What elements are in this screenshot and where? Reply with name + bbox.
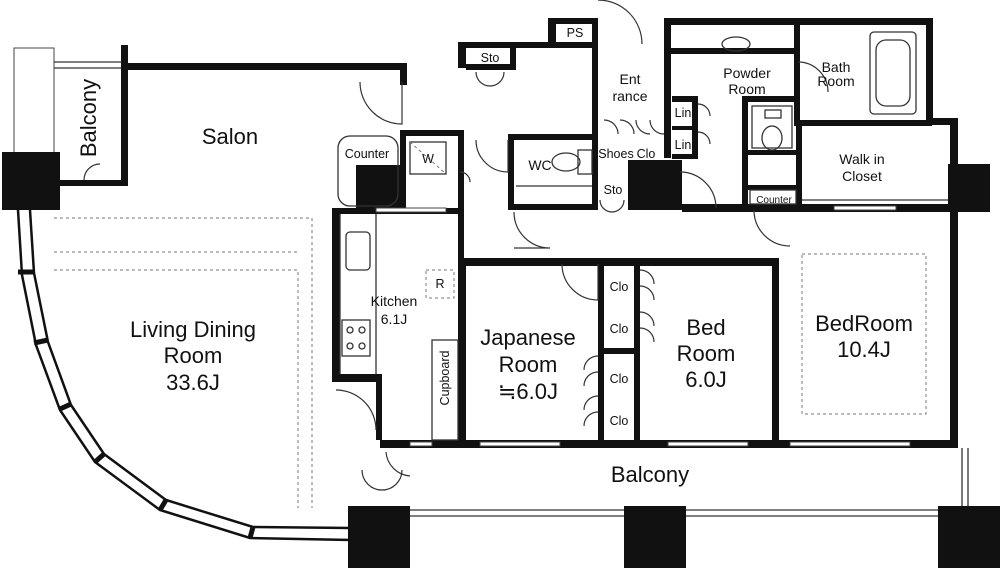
cupboard-label: Cupboard: [438, 351, 452, 406]
bed-closet-label-2: Clo: [610, 322, 629, 336]
bedroom-label-2: Room: [677, 341, 736, 366]
storage-top-label: Sto: [481, 51, 500, 65]
bedroom-area-label: 6.0J: [685, 367, 727, 392]
shoes-closet-label: Clo: [637, 147, 656, 161]
washer-box: [409, 141, 447, 175]
living-label-1: Living Dining: [130, 317, 256, 342]
left-counter: [337, 135, 399, 207]
exterior-walls: [128, 18, 1000, 568]
washer-label: W: [422, 152, 434, 166]
cupboard-box: [431, 339, 459, 441]
powder-label-2: Room: [728, 81, 765, 97]
living-label-2: Room: [164, 343, 223, 368]
japanese-area-label: ≒6.0J: [498, 379, 558, 404]
walkin-label-2: Closet: [842, 168, 882, 184]
living-curved-window: [16, 208, 352, 542]
master-bedroom-label: BedRoom: [815, 311, 913, 336]
room-labels: Salon Balcony Living Dining Room 33.6J K…: [76, 26, 913, 487]
japanese-label-2: Room: [499, 352, 558, 377]
linen-label-1: Lin: [675, 106, 692, 120]
doors: [83, 0, 829, 491]
ps-label: PS: [567, 26, 584, 40]
shoes-label: Shoes: [598, 147, 633, 161]
japanese-closet-label-2: Clo: [610, 414, 629, 428]
walkin-label-1: Walk in: [839, 151, 884, 167]
japanese-closet-label-1: Clo: [610, 372, 629, 386]
kitchen-label: Kitchen: [371, 293, 418, 309]
bath-label-1: Bath: [822, 59, 851, 75]
left-counter-label: Counter: [345, 147, 389, 161]
entrance-label-1: Ent: [619, 71, 640, 87]
wc-label: WC: [528, 157, 551, 173]
stove: [341, 319, 371, 357]
fridge-label: R: [435, 277, 444, 291]
linen-label-2: Lin: [675, 138, 692, 152]
interior-walls: [332, 25, 952, 448]
column-left: [2, 152, 60, 210]
right-counter-label: Counter: [756, 195, 792, 206]
bedroom-label-1: Bed: [686, 315, 725, 340]
powder-label-1: Powder: [723, 65, 771, 81]
left-balcony-structure: [13, 45, 128, 186]
bottom-balcony-label: Balcony: [611, 462, 689, 487]
entrance-label-2: rance: [612, 88, 647, 104]
salon-label: Salon: [202, 124, 258, 149]
bed-closet-label-1: Clo: [610, 280, 629, 294]
master-bedroom-area-label: 10.4J: [837, 337, 891, 362]
storage-mid-label: Sto: [604, 183, 623, 197]
sink: [345, 231, 371, 271]
bath-label-2: Room: [817, 73, 854, 89]
living-area-label: 33.6J: [166, 370, 220, 395]
window-sashes: [375, 205, 911, 447]
left-balcony-label: Balcony: [76, 79, 101, 157]
japanese-label-1: Japanese: [480, 325, 575, 350]
fixtures: [337, 31, 948, 441]
dashed-outlines: [54, 217, 927, 508]
kitchen-area-label: 6.1J: [381, 311, 407, 327]
fridge-box: [425, 269, 455, 299]
